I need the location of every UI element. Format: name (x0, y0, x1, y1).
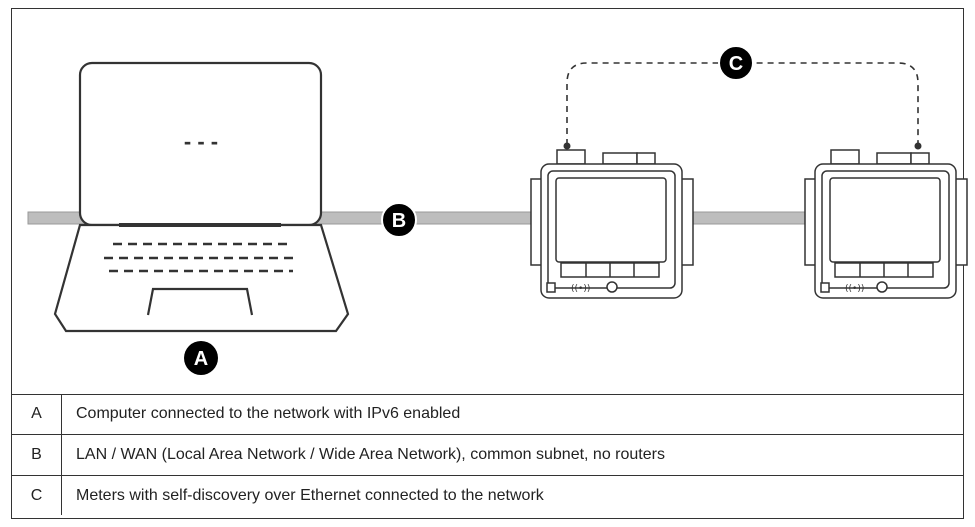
discovery-bracket (566, 62, 919, 145)
laptop-touchpad (146, 287, 254, 316)
diagram-svg: - - - (( (27, 45, 968, 375)
network-diagram: - - - (( (12, 9, 968, 395)
legend-key: B (12, 435, 62, 475)
legend-key: A (12, 394, 62, 434)
legend-row: B LAN / WAN (Local Area Network / Wide A… (12, 435, 963, 476)
laptop-computer: - - - (53, 61, 350, 333)
svg-text:B: B (392, 210, 406, 232)
svg-text:((•)): ((•)) (845, 284, 864, 294)
bracket-end-dot-left (563, 142, 571, 150)
power-meter-1: ((•)) (530, 149, 694, 299)
callout-a: A (184, 341, 218, 375)
figure-frame: - - - (( (11, 8, 968, 519)
legend-table: A Computer connected to the network with… (12, 394, 963, 515)
legend-description: Computer connected to the network with I… (76, 405, 461, 422)
svg-text:A: A (194, 348, 208, 370)
legend-description: Meters with self-discovery over Ethernet… (76, 486, 544, 504)
svg-text:((•)): ((•)) (571, 284, 590, 294)
legend-row: C Meters with self-discovery over Ethern… (12, 476, 963, 515)
callout-c: C (718, 45, 754, 81)
legend-description: LAN / WAN (Local Area Network / Wide Are… (76, 446, 665, 463)
laptop-base (53, 223, 350, 333)
power-meter-2: ((•)) (804, 149, 968, 299)
laptop-screen-text: - - - (184, 129, 218, 154)
legend-key: C (12, 476, 62, 515)
svg-text:C: C (729, 53, 743, 75)
callout-b: B (381, 202, 417, 238)
legend-row: A Computer connected to the network with… (12, 394, 963, 435)
bracket-end-dot-right (914, 142, 922, 150)
